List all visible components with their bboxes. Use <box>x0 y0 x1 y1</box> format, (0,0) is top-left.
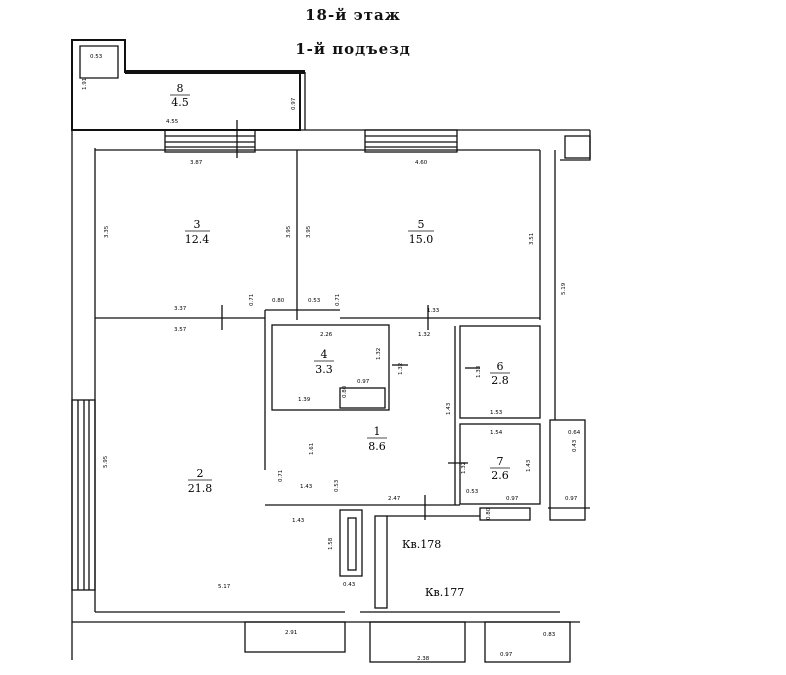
dimension-label: 1.61 <box>309 443 315 455</box>
dimension-label: 1.58 <box>328 537 334 550</box>
dimension-labels: 0.53 1.91 0.97 4.55 3.87 4.60 3.35 3.95 … <box>82 54 581 662</box>
room-number: 7 <box>497 455 504 468</box>
dimension-label: 1.43 <box>446 402 452 415</box>
dimension-label: 3.35 <box>104 225 110 238</box>
room-area: 4.5 <box>171 96 189 109</box>
room-3-label: 3 12.4 <box>185 218 210 246</box>
dimension-label: 0.64 <box>568 430 581 436</box>
room-area: 15.0 <box>409 233 434 246</box>
room-area: 3.3 <box>315 363 333 376</box>
dimension-label: 0.43 <box>572 439 578 452</box>
dimension-label: 1.33 <box>427 308 440 314</box>
dimension-label: 3.51 <box>529 233 535 245</box>
room-area: 2.6 <box>491 469 509 482</box>
floor-title: 18-й этаж <box>305 6 401 24</box>
dimension-label: 0.53 <box>466 489 479 495</box>
dimension-label: 5.17 <box>218 584 231 590</box>
dimension-label: 4.55 <box>166 119 179 125</box>
room-number: 3 <box>194 218 201 231</box>
room-5-label: 5 15.0 <box>408 218 434 246</box>
dimension-label: 2.26 <box>320 332 333 338</box>
entrance-title: 1-й подъезд <box>295 40 411 58</box>
dimension-label: 0.97 <box>357 379 370 385</box>
dimension-label: 0.80 <box>272 298 285 304</box>
dimension-label: 2.47 <box>388 496 401 502</box>
dimension-label: 0.71 <box>278 470 284 482</box>
dimension-label: 1.54 <box>490 430 503 436</box>
apartment-178-label: Кв.178 <box>402 538 441 551</box>
room-area: 8.6 <box>368 440 386 453</box>
dimension-label: 0.53 <box>308 298 321 304</box>
room-area: 2.8 <box>491 374 509 387</box>
room-number: 2 <box>197 467 204 480</box>
dimension-label: 0.53 <box>334 479 340 492</box>
room-7-label: 7 2.6 <box>490 455 510 482</box>
dimension-label: 1.33 <box>476 365 482 378</box>
dimension-label: 2.38 <box>417 656 430 662</box>
dimension-label: 1.43 <box>300 484 313 490</box>
dimension-label: 0.71 <box>249 294 255 306</box>
room-number: 6 <box>497 360 504 373</box>
dimension-label: 0.97 <box>565 496 578 502</box>
room-number: 1 <box>374 425 381 438</box>
dimension-label: 0.97 <box>291 97 297 110</box>
room-4-label: 4 3.3 <box>314 348 334 376</box>
dimension-label: 1.32 <box>418 332 430 338</box>
dimension-label: 0.80 <box>486 507 492 520</box>
dimension-label: 3.87 <box>190 160 203 166</box>
dimension-label: 1.39 <box>298 397 311 403</box>
dimension-label: 3.95 <box>306 225 312 238</box>
dimension-label: 5.19 <box>561 282 567 295</box>
dimension-label: 2.91 <box>285 630 297 636</box>
dimension-label: 3.37 <box>174 306 187 312</box>
dimension-label: 1.43 <box>292 518 305 524</box>
dimension-label: 0.53 <box>90 54 103 60</box>
dimension-label: 1.32 <box>376 348 382 360</box>
room-2-label: 2 21.8 <box>188 467 213 495</box>
dimension-label: 3.57 <box>174 327 187 333</box>
room-number: 4 <box>321 348 328 361</box>
dimension-label: 0.43 <box>343 582 356 588</box>
dimension-label: 4.60 <box>415 160 428 166</box>
room-6-label: 6 2.8 <box>490 360 510 387</box>
dimension-label: 0.80 <box>342 385 348 398</box>
room-area: 12.4 <box>185 233 210 246</box>
dimension-label: 1.32 <box>461 462 467 474</box>
dimension-label: 0.97 <box>500 652 513 658</box>
room-8-label: 8 4.5 <box>170 82 190 109</box>
dimension-label: 1.43 <box>526 459 532 472</box>
dimension-label: 1.91 <box>82 78 88 90</box>
room-number: 8 <box>177 82 184 95</box>
apartment-177-label: Кв.177 <box>425 586 464 599</box>
dimension-label: 1.32 <box>398 363 404 375</box>
room-area: 21.8 <box>188 482 213 495</box>
dimension-label: 5.95 <box>103 455 109 468</box>
dimension-label: 1.53 <box>490 410 503 416</box>
dimension-label: 0.97 <box>506 496 519 502</box>
room-number: 5 <box>418 218 425 231</box>
dimension-label: 0.71 <box>335 294 341 306</box>
dimension-label: 3.95 <box>286 225 292 238</box>
room-1-label: 1 8.6 <box>367 425 387 453</box>
dimension-label: 0.83 <box>543 632 556 638</box>
interior-walls <box>95 120 590 663</box>
outer-walls <box>71 39 591 660</box>
